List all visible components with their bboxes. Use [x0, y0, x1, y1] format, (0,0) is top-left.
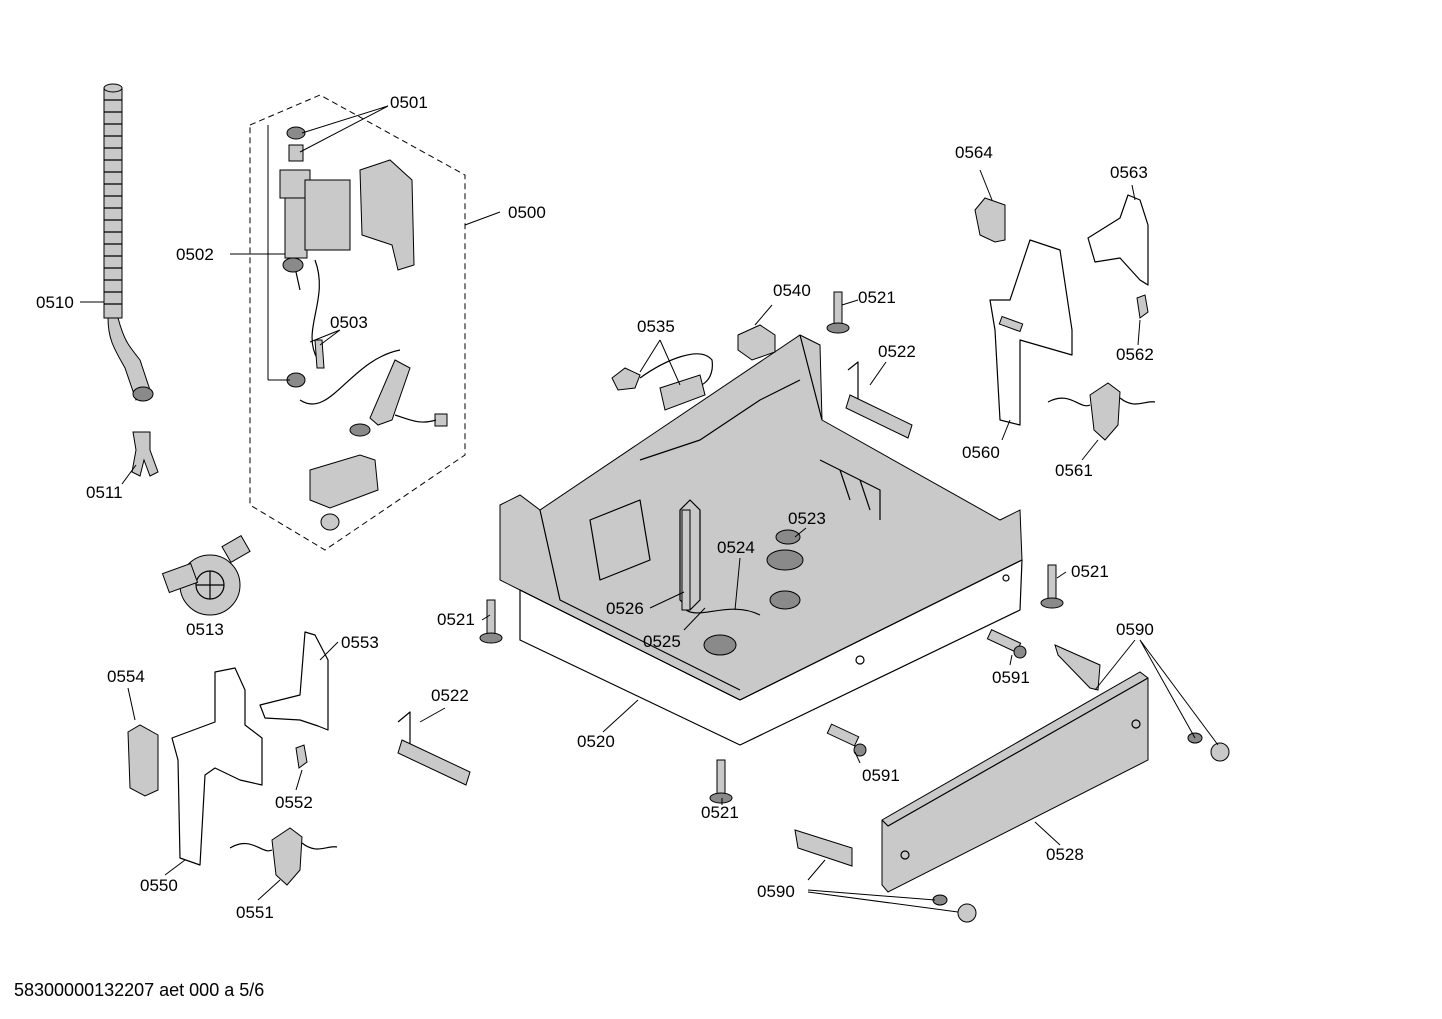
label-0525: 0525 [643, 632, 681, 651]
label-0500: 0500 [508, 203, 546, 222]
part-rack-0590-bottom [794, 829, 853, 867]
label-0524: 0524 [717, 538, 755, 557]
label-0535: 0535 [637, 317, 675, 336]
part-connector-0540 [737, 324, 776, 361]
part-screw-0521-top [826, 291, 850, 334]
label-0526: 0526 [606, 599, 644, 618]
part-kickplate-0528 [881, 671, 1149, 893]
part-bracket-0564 [974, 197, 1006, 243]
part-bracket-0553 [259, 631, 329, 731]
part-bolt-0591-top [986, 629, 1027, 659]
part-pump-0513 [161, 535, 251, 616]
part-spring-0522-top [845, 361, 913, 439]
label-0511: 0511 [86, 483, 123, 502]
label-0522-bottom: 0522 [431, 686, 469, 705]
label-0522-top: 0522 [878, 342, 916, 361]
part-caps-0590 [932, 732, 1230, 923]
label-0561: 0561 [1055, 461, 1093, 480]
label-0563: 0563 [1110, 163, 1148, 182]
part-bracket-0550 [171, 667, 263, 866]
part-spring-0522-bottom [397, 711, 471, 786]
part-seal-0523 [775, 529, 801, 545]
label-0521-right: 0521 [1071, 562, 1109, 581]
label-0552: 0552 [275, 793, 313, 812]
label-0528: 0528 [1046, 845, 1084, 864]
leader-lines [80, 105, 1219, 913]
part-sensor-0535 [611, 353, 713, 411]
part-screw-0521-bottom [709, 759, 733, 804]
label-0551: 0551 [236, 903, 274, 922]
label-0521-left: 0521 [437, 610, 475, 629]
label-0564: 0564 [955, 143, 993, 162]
label-0521-bottom: 0521 [701, 803, 739, 822]
part-screw-0521-right [1040, 564, 1064, 609]
part-clip-0562 [1136, 294, 1149, 319]
part-float-0526 [681, 509, 761, 616]
part-clip-0552 [295, 744, 308, 769]
part-bolt-0591-bottom [826, 723, 867, 757]
label-0560: 0560 [962, 443, 1000, 462]
label-0590-bottom: 0590 [757, 882, 795, 901]
part-switch-0561 [1047, 382, 1156, 441]
label-0523: 0523 [788, 509, 826, 528]
part-bracket-0560 [989, 239, 1073, 426]
part-inlet-hose [299, 349, 448, 531]
part-screw-0521-left [479, 599, 503, 644]
label-0510: 0510 [36, 293, 74, 312]
label-0521-top: 0521 [858, 288, 896, 307]
label-0554: 0554 [107, 667, 145, 686]
label-0591-bottom: 0591 [862, 766, 900, 785]
label-0562: 0562 [1116, 345, 1154, 364]
label-0590-top: 0590 [1116, 620, 1154, 639]
label-0553: 0553 [341, 633, 379, 652]
part-hose-0510 [103, 83, 154, 402]
part-switch-0551 [229, 827, 338, 886]
part-valve-0502 [279, 126, 415, 388]
label-0503: 0503 [330, 313, 368, 332]
label-0520: 0520 [577, 732, 615, 751]
part-clip-0511 [131, 431, 159, 477]
assembly-outline-0500 [249, 94, 466, 551]
label-0501: 0501 [390, 93, 428, 112]
label-0513: 0513 [186, 620, 224, 639]
document-footer-id: 58300000132207 aet 000 a 5/6 [14, 980, 265, 1000]
part-base-0520 [499, 334, 1023, 746]
part-bracket-0563 [1087, 194, 1149, 286]
label-0550: 0550 [140, 876, 178, 895]
label-0591-top: 0591 [992, 668, 1030, 687]
label-0540: 0540 [773, 281, 811, 300]
label-0502: 0502 [176, 245, 214, 264]
part-rack-0590-top [1054, 644, 1101, 691]
part-bracket-0554 [127, 724, 159, 797]
